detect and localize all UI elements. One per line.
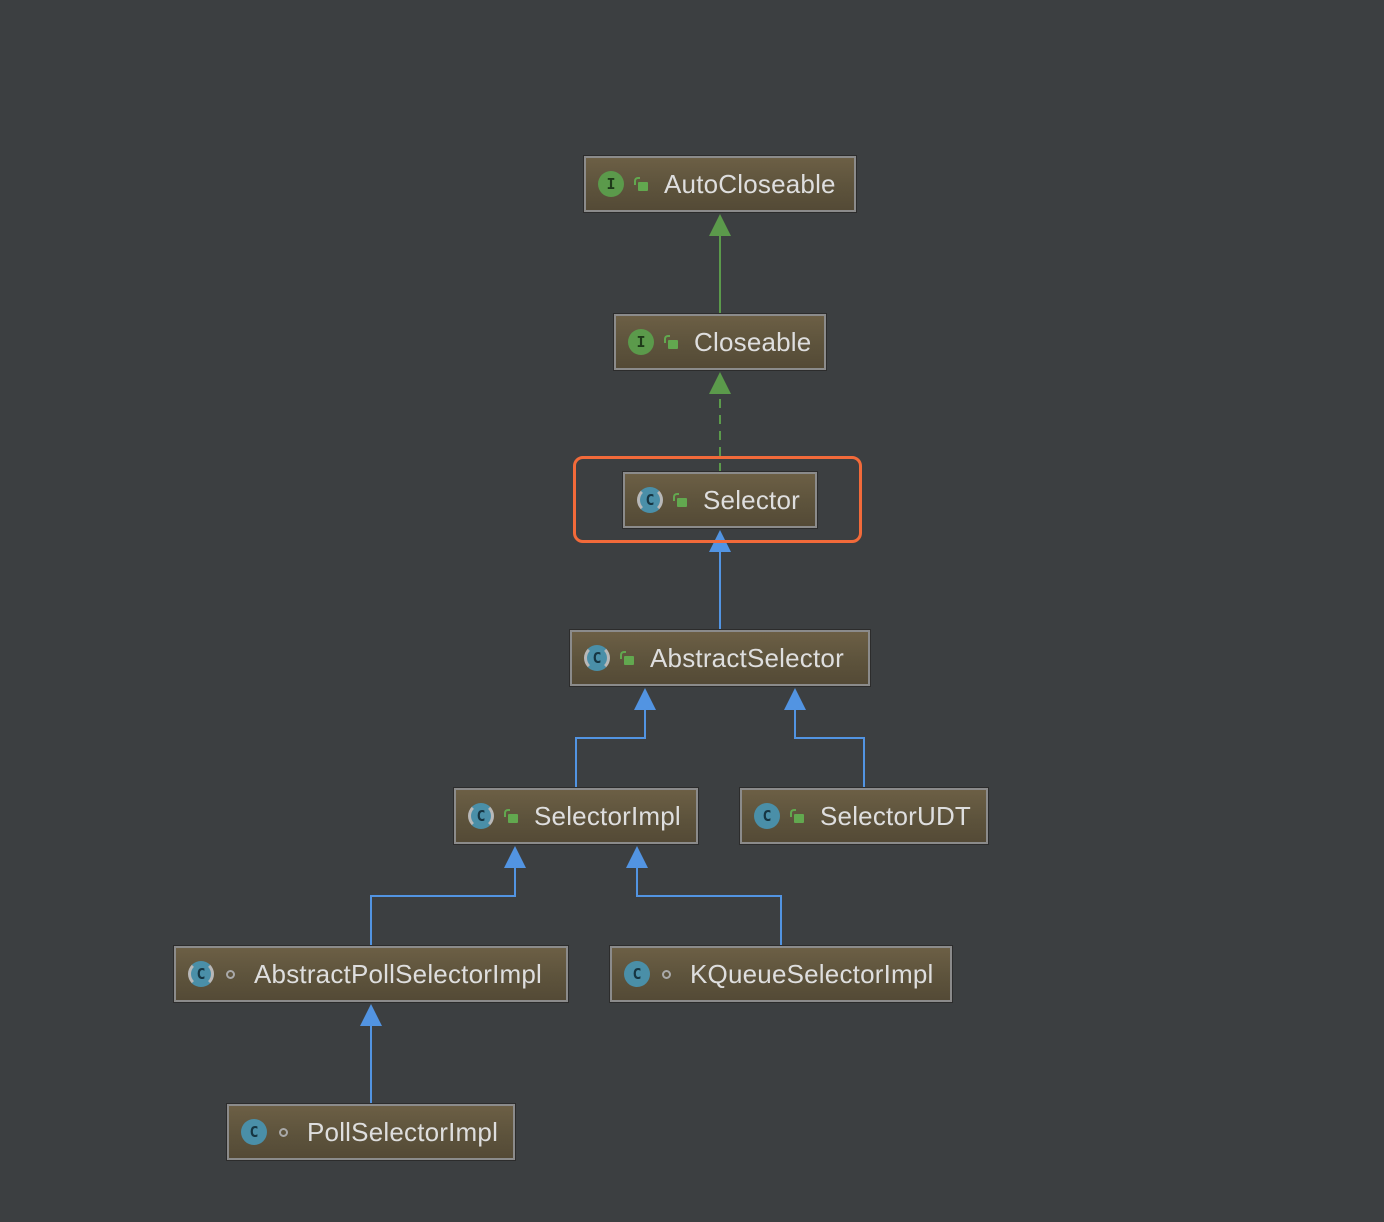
public-access-icon bbox=[620, 651, 634, 665]
class-name-label: Closeable bbox=[694, 326, 812, 357]
abstract-class-icon: C bbox=[637, 487, 663, 513]
package-private-icon bbox=[224, 967, 238, 981]
edge-arrowhead bbox=[784, 688, 806, 710]
class-node-kqueueselectorimpl[interactable]: C KQueueSelectorImpl bbox=[610, 946, 952, 1002]
edge-selectorudt-to-abstractselector bbox=[784, 688, 865, 788]
class-node-selectorimpl[interactable]: C SelectorImpl bbox=[454, 788, 698, 844]
edge-arrowhead bbox=[634, 688, 656, 710]
class-name-label: AbstractSelector bbox=[650, 642, 844, 673]
class-name-label: SelectorUDT bbox=[820, 800, 972, 831]
interface-icon: I bbox=[628, 329, 654, 355]
abstract-class-icon: C bbox=[188, 961, 214, 987]
class-node-abstractpollselectorimpl[interactable]: C AbstractPollSelectorImpl bbox=[174, 946, 568, 1002]
edge-arrowhead bbox=[360, 1004, 382, 1026]
class-name-label: AbstractPollSelectorImpl bbox=[254, 958, 543, 989]
abstract-class-icon: C bbox=[468, 803, 494, 829]
class-node-pollselectorimpl[interactable]: C PollSelectorImpl bbox=[227, 1104, 515, 1160]
abstract-class-icon: C bbox=[584, 645, 610, 671]
edge-selectorimpl-to-abstractselector bbox=[575, 688, 656, 788]
interface-icon: I bbox=[598, 171, 624, 197]
class-icon: C bbox=[241, 1119, 267, 1145]
class-node-autocloseable[interactable]: I AutoCloseable bbox=[584, 156, 856, 212]
edge-closeable-to-autocloseable bbox=[709, 214, 731, 314]
edge-arrowhead bbox=[504, 846, 526, 868]
edge-arrowhead bbox=[626, 846, 648, 868]
class-name-label: Selector bbox=[703, 484, 800, 515]
class-node-closeable[interactable]: I Closeable bbox=[614, 314, 826, 370]
public-access-icon bbox=[504, 809, 518, 823]
public-access-icon bbox=[673, 493, 687, 507]
edge-selector-to-closeable bbox=[709, 372, 731, 472]
class-name-label: KQueueSelectorImpl bbox=[690, 958, 934, 989]
edge-line bbox=[794, 708, 865, 788]
edge-line bbox=[370, 866, 516, 946]
class-name-label: AutoCloseable bbox=[664, 168, 836, 199]
class-icon: C bbox=[754, 803, 780, 829]
edge-arrowhead bbox=[709, 372, 731, 394]
edge-arrowhead bbox=[709, 214, 731, 236]
class-icon: C bbox=[624, 961, 650, 987]
class-name-label: PollSelectorImpl bbox=[307, 1116, 499, 1147]
edge-pollselectorimpl-to-abstractpollselectorimpl bbox=[360, 1004, 382, 1104]
package-private-icon bbox=[277, 1125, 291, 1139]
edge-abstractpollselectorimpl-to-selectorimpl bbox=[370, 846, 526, 946]
edge-arrowhead bbox=[709, 530, 731, 552]
class-node-selector[interactable]: C Selector bbox=[623, 472, 817, 528]
public-access-icon bbox=[664, 335, 678, 349]
edge-abstractselector-to-selector bbox=[709, 530, 731, 630]
class-node-selectorudt[interactable]: C SelectorUDT bbox=[740, 788, 988, 844]
edge-line bbox=[636, 866, 782, 946]
edge-kqueueselectorimpl-to-selectorimpl bbox=[626, 846, 782, 946]
class-name-label: SelectorImpl bbox=[534, 800, 681, 831]
edges-layer bbox=[360, 214, 865, 1104]
class-node-abstractselector[interactable]: C AbstractSelector bbox=[570, 630, 870, 686]
package-private-icon bbox=[660, 967, 674, 981]
public-access-icon bbox=[634, 177, 648, 191]
public-access-icon bbox=[790, 809, 804, 823]
edge-line bbox=[575, 708, 646, 788]
